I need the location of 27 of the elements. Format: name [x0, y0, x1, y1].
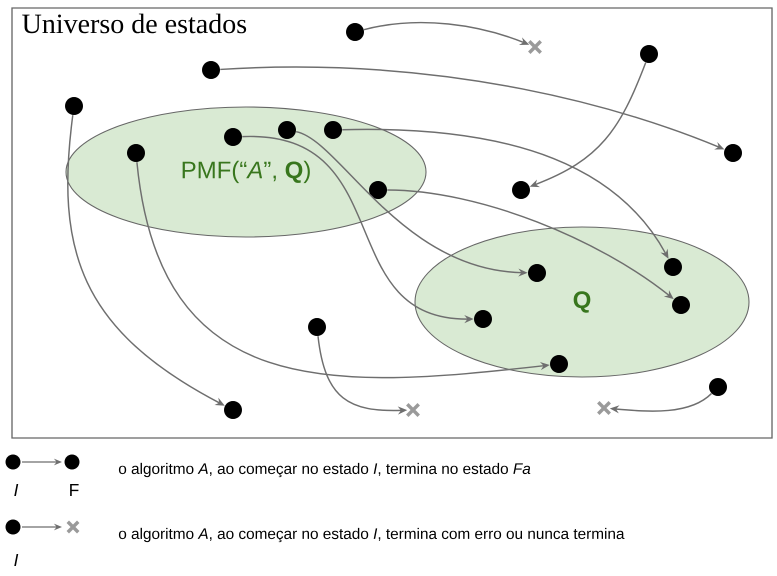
state-dot	[474, 310, 492, 328]
state-dot	[550, 355, 568, 373]
state-dot	[528, 264, 546, 282]
state-dot	[724, 144, 742, 162]
state-dot	[65, 97, 83, 115]
state-dot	[224, 401, 242, 419]
state-dot	[324, 121, 342, 139]
state-dot	[308, 318, 326, 336]
state-dot	[202, 61, 220, 79]
state-dot	[640, 45, 658, 63]
state-dot	[369, 181, 387, 199]
legend-text: o algoritmo A, ao começar no estado I, termina no estado Fa	[118, 462, 530, 478]
state-dot	[346, 23, 364, 41]
legend-text: o algoritmo A, ao começar no estado I, termina com erro ou nunca termina	[118, 528, 624, 542]
error-cross	[596, 400, 612, 416]
state-dot	[512, 181, 530, 199]
state-dot	[224, 128, 242, 146]
sample-label: I	[14, 484, 18, 496]
sample-label: I	[14, 554, 18, 566]
sample-label: F	[70, 484, 79, 496]
error-cross	[528, 40, 542, 54]
state-dot	[278, 121, 296, 139]
error-cross	[406, 402, 420, 418]
state-dot	[127, 144, 145, 162]
state-dot	[709, 378, 727, 396]
state-dot	[672, 296, 690, 314]
state-dot	[664, 258, 682, 276]
